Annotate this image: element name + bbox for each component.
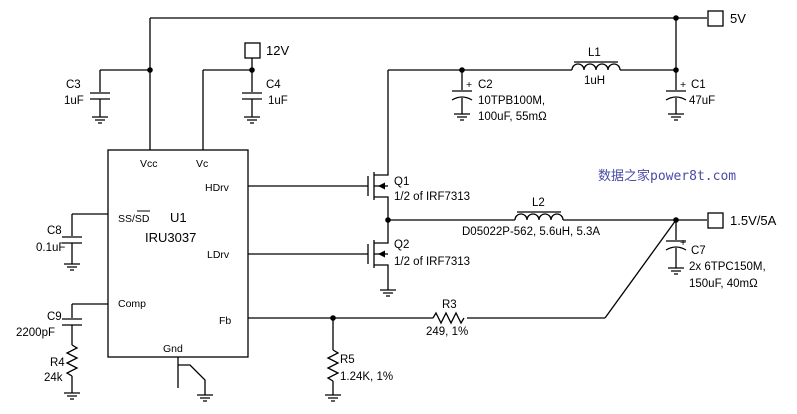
c2-value: 10TPB100M, bbox=[478, 95, 545, 107]
pin-ss-label: SS/SD bbox=[118, 213, 150, 225]
inductor-l2: L2 D05022P-562, 5.6uH, 5.3A bbox=[462, 197, 600, 238]
ic-part: IRU3037 bbox=[145, 230, 196, 245]
l2-ref: L2 bbox=[532, 197, 545, 209]
wire-feedback bbox=[248, 219, 677, 350]
c7-value: 2x 6TPC150M, bbox=[689, 261, 766, 273]
r5-value: 1.24K, 1% bbox=[340, 371, 393, 383]
capacitor-c3: C3 1uF bbox=[64, 79, 110, 124]
l1-ref: L1 bbox=[588, 47, 601, 59]
c3-value: 1uF bbox=[64, 95, 84, 107]
c7-ref: C7 bbox=[691, 245, 706, 257]
q2-value: 1/2 of IRF7313 bbox=[394, 256, 470, 268]
capacitor-c9: C9 2200pF bbox=[16, 303, 108, 345]
junction-dot bbox=[459, 67, 465, 73]
capacitor-c7: + C7 2x 6TPC150M, 150uF, 40mΩ bbox=[665, 220, 766, 290]
wire-12v bbox=[202, 58, 253, 150]
port-5v-label: 5V bbox=[730, 11, 746, 26]
ic-ref: U1 bbox=[170, 210, 187, 225]
c9-ref: C9 bbox=[47, 311, 62, 323]
c9-value: 2200pF bbox=[16, 327, 55, 339]
pin-ldrv-label: LDrv bbox=[207, 249, 230, 261]
c4-value: 1uF bbox=[268, 95, 288, 107]
ic-u1: Vcc Vc HDrv SS/SD U1 IRU3037 LDrv Comp F… bbox=[107, 149, 249, 358]
c2-ref: C2 bbox=[478, 79, 493, 91]
junction-dot bbox=[673, 15, 679, 21]
r4-ref: R4 bbox=[50, 357, 65, 369]
resistor-r5: R5 1.24K, 1% bbox=[325, 349, 393, 402]
pin-fb-label: Fb bbox=[219, 315, 231, 327]
c2-value-2: 100uF, 55mΩ bbox=[478, 111, 547, 123]
svg-text:+: + bbox=[680, 79, 686, 91]
svg-text:+: + bbox=[680, 237, 686, 249]
watermark: 数据之家power8t.com bbox=[598, 168, 736, 184]
c1-value: 47uF bbox=[689, 95, 715, 107]
r3-ref: R3 bbox=[442, 299, 457, 311]
junction-dot bbox=[330, 315, 336, 321]
junction-dot bbox=[385, 217, 391, 223]
junction-dot bbox=[249, 67, 255, 73]
capacitor-c8: C8 0.1uF bbox=[36, 213, 108, 271]
wire-ic-gnd bbox=[177, 357, 213, 402]
wire-5v-rail bbox=[99, 17, 707, 150]
r3-value: 249, 1% bbox=[426, 326, 468, 338]
capacitor-c1: + C1 47uF bbox=[665, 79, 715, 121]
inductor-l1: L1 1uH bbox=[571, 47, 621, 87]
wire-input-node bbox=[387, 69, 677, 165]
port-12v-label: 12V bbox=[266, 43, 289, 58]
c8-ref: C8 bbox=[47, 225, 62, 237]
c1-ref: C1 bbox=[691, 79, 706, 91]
junction-dot bbox=[673, 67, 679, 73]
port-5v: 5V bbox=[707, 10, 746, 27]
r4-value: 24k bbox=[44, 372, 63, 384]
port-vout: 1.5V/5A bbox=[707, 212, 777, 229]
pin-vc-label: Vc bbox=[196, 158, 208, 170]
mosfet-q2: Q2 1/2 of IRF7313 bbox=[248, 232, 470, 297]
mosfet-q1: Q1 1/2 of IRF7313 bbox=[248, 165, 470, 220]
r5-ref: R5 bbox=[340, 354, 355, 366]
l2-value: D05022P-562, 5.6uH, 5.3A bbox=[462, 226, 600, 238]
pin-hdrv-label: HDrv bbox=[205, 182, 230, 194]
pin-vcc-label: Vcc bbox=[140, 158, 158, 170]
q2-ref: Q2 bbox=[394, 239, 409, 251]
q1-ref: Q1 bbox=[394, 176, 409, 188]
resistor-r4: R4 24k bbox=[44, 344, 80, 400]
c7-value-2: 150uF, 40mΩ bbox=[689, 278, 758, 290]
junction-dot bbox=[147, 67, 153, 73]
c4-ref: C4 bbox=[266, 79, 281, 91]
pin-comp-label: Comp bbox=[118, 298, 146, 310]
resistor-r3: R3 249, 1% bbox=[426, 299, 468, 338]
c3-ref: C3 bbox=[66, 79, 81, 91]
q1-value: 1/2 of IRF7313 bbox=[394, 191, 470, 203]
svg-text:+: + bbox=[466, 79, 472, 91]
capacitor-c2: + C2 10TPB100M, 100uF, 55mΩ bbox=[451, 79, 547, 123]
pin-gnd-label: Gnd bbox=[163, 343, 183, 355]
l1-value: 1uH bbox=[584, 75, 605, 87]
c8-value: 0.1uF bbox=[36, 242, 65, 254]
port-12v: 12V bbox=[244, 42, 289, 59]
capacitor-c4: C4 1uF bbox=[242, 79, 288, 124]
port-vout-label: 1.5V/5A bbox=[730, 213, 777, 228]
